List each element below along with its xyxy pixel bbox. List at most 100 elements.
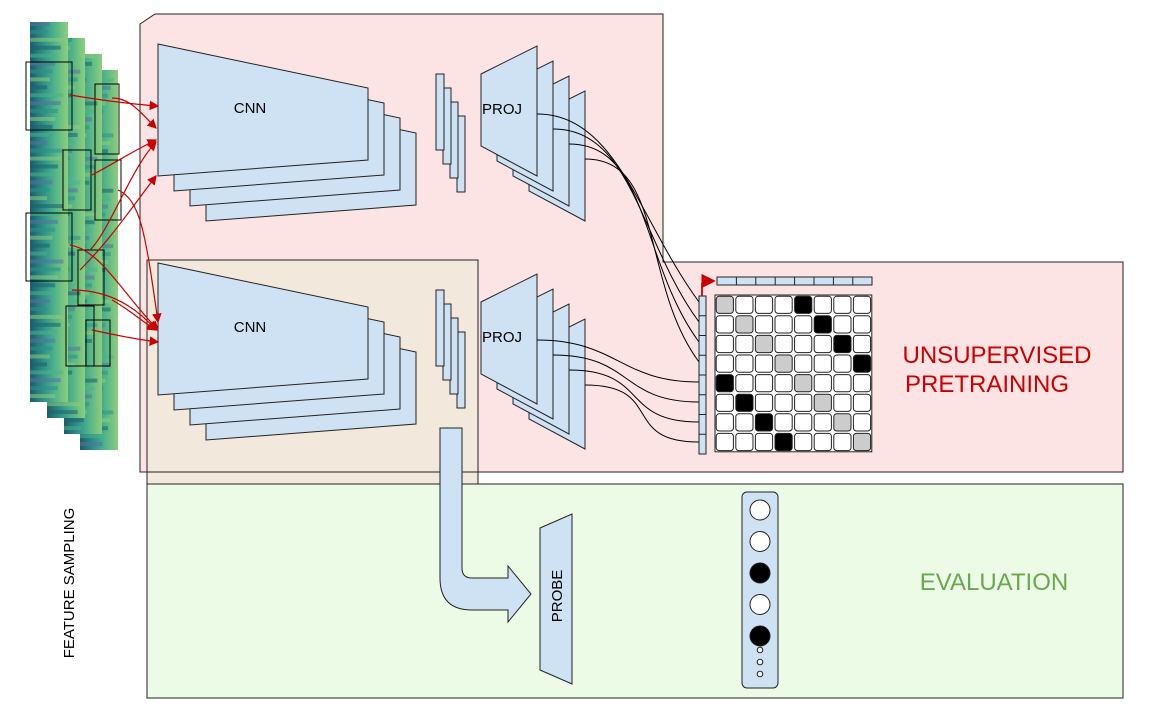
matrix-cell bbox=[852, 393, 872, 412]
spectrogram-band bbox=[30, 259, 64, 264]
spectrogram-band bbox=[30, 204, 64, 209]
spectrogram-band bbox=[30, 362, 48, 367]
feature-sampling-label: FEATURE SAMPLING bbox=[61, 508, 78, 659]
matrix-cell bbox=[774, 354, 793, 373]
matrix-cell bbox=[735, 432, 754, 452]
sampling-arrow bbox=[69, 244, 159, 331]
sampling-arrow bbox=[89, 141, 157, 251]
matrix-cell bbox=[774, 295, 793, 314]
matrix-cell bbox=[715, 334, 734, 354]
matrix-cell bbox=[813, 334, 832, 354]
matrix-cell bbox=[794, 413, 813, 432]
matrix-cell bbox=[852, 374, 872, 393]
projection-head-bottom bbox=[480, 273, 586, 450]
probe-output-container bbox=[741, 491, 779, 689]
spectrogram-band bbox=[30, 29, 48, 34]
matrix-cell bbox=[794, 393, 813, 412]
sampling-arrow bbox=[117, 189, 162, 324]
spectrogram-band bbox=[64, 418, 84, 423]
spectrogram-band bbox=[30, 283, 56, 288]
unsupervised-label-line1: UNSUPERVISED bbox=[903, 342, 1092, 369]
projection-layer bbox=[480, 45, 538, 177]
spectrogram-band bbox=[30, 394, 56, 399]
spectrogram-band bbox=[30, 85, 48, 90]
embedding-bar bbox=[435, 73, 445, 151]
matrix-cell bbox=[754, 334, 774, 354]
proj-top-label: PROJ bbox=[482, 101, 522, 118]
matrix-cell bbox=[715, 315, 734, 334]
matrix-cell bbox=[754, 393, 774, 412]
cnn-layer bbox=[157, 262, 369, 396]
sampling-arrow bbox=[111, 97, 157, 129]
projection-connection bbox=[536, 339, 700, 383]
sampling-arrow bbox=[91, 329, 160, 346]
projection-connection bbox=[552, 128, 700, 323]
matrix-cell bbox=[813, 374, 832, 393]
matrix-cell bbox=[715, 432, 734, 452]
spectrogram-frame bbox=[30, 22, 68, 402]
spectrogram-band bbox=[30, 156, 61, 161]
spectrogram-band bbox=[30, 219, 58, 224]
spectrogram-band bbox=[30, 378, 61, 383]
matrix-cell bbox=[833, 295, 852, 314]
probe-output-small-node bbox=[756, 658, 764, 666]
spectrogram-band bbox=[30, 212, 61, 216]
spectrogram-band bbox=[30, 93, 64, 98]
projection-connection bbox=[584, 158, 700, 363]
probe-output-node bbox=[749, 594, 771, 615]
matrix-red-arrow bbox=[701, 273, 716, 296]
spectrogram-band bbox=[30, 291, 53, 296]
matrix-cell bbox=[715, 354, 734, 373]
spectrogram-band bbox=[30, 140, 48, 145]
sample-window bbox=[25, 61, 73, 131]
sample-window bbox=[94, 83, 120, 155]
matrix-cell bbox=[852, 354, 872, 373]
matrix-cell bbox=[754, 295, 774, 314]
matrix-cell bbox=[754, 413, 774, 432]
spectrogram-band bbox=[30, 77, 50, 82]
spectrogram-band bbox=[30, 227, 56, 232]
matrix-cell bbox=[794, 354, 813, 373]
sampling-arrow bbox=[71, 289, 157, 331]
spectrogram-band bbox=[30, 354, 50, 359]
projection-connection bbox=[584, 384, 700, 443]
spectrogram-band bbox=[30, 109, 58, 114]
matrix-cell bbox=[852, 315, 872, 334]
matrix-cell bbox=[794, 295, 813, 314]
sampling-arrow bbox=[79, 175, 157, 271]
matrix-cell bbox=[833, 334, 852, 354]
spectrogram-band bbox=[30, 117, 56, 121]
probe-output-small-node bbox=[756, 646, 764, 654]
sample-window bbox=[25, 212, 73, 282]
spectrogram-band bbox=[80, 442, 103, 447]
matrix-cell bbox=[794, 432, 813, 452]
matrix-cell bbox=[715, 374, 734, 393]
matrix-cell bbox=[774, 413, 793, 432]
spectrogram-band bbox=[30, 101, 61, 106]
matrix-cell bbox=[794, 315, 813, 334]
matrix-cell bbox=[833, 393, 852, 412]
matrix-cell bbox=[852, 334, 872, 354]
matrix-cell bbox=[735, 354, 754, 373]
spectrogram-band bbox=[30, 267, 61, 272]
spectrogram-band bbox=[30, 307, 48, 311]
unsupervised-label-line2: PRETRAINING bbox=[905, 371, 1069, 398]
sample-window bbox=[85, 319, 111, 367]
spectrogram-band bbox=[30, 196, 48, 201]
spectrogram-band bbox=[30, 132, 50, 137]
matrix-cell bbox=[813, 295, 832, 314]
similarity-matrix bbox=[698, 273, 873, 455]
matrix-cell bbox=[852, 413, 872, 432]
matrix-cell bbox=[852, 432, 872, 452]
spectrogram-band bbox=[30, 314, 64, 319]
probe-label: PROBE bbox=[549, 570, 566, 623]
matrix-cell bbox=[754, 432, 774, 452]
spectrogram-band bbox=[30, 164, 58, 169]
matrix-cell bbox=[774, 393, 793, 412]
matrix-cell bbox=[715, 295, 734, 314]
sampling-arrows bbox=[69, 94, 162, 346]
sample-window bbox=[77, 249, 105, 306]
matrix-cell bbox=[715, 413, 734, 432]
spectrogram-band bbox=[30, 251, 48, 256]
